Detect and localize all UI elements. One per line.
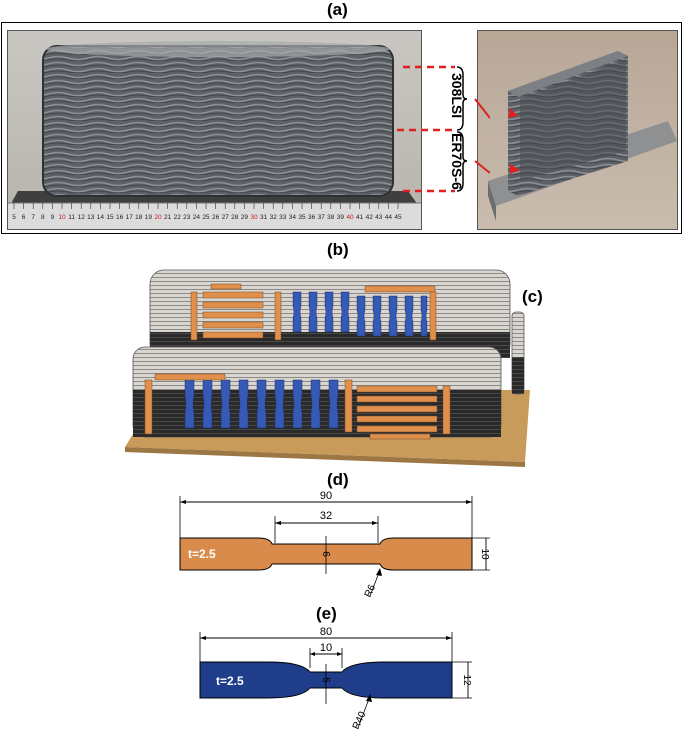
specimen-e-drawing: 80 10 t=2.5 5 12 R40: [199, 626, 472, 732]
dim-e-grip-width: 12: [461, 674, 472, 686]
ruler-number: 20: [154, 214, 162, 221]
ruler-number: 31: [260, 214, 268, 221]
right-photo-wall: [477, 30, 678, 230]
ruler-number: 41: [356, 214, 364, 221]
ruler-number: 33: [279, 214, 287, 221]
specimen-d-thickness: t=2.5: [188, 547, 216, 561]
ruler-number: 23: [183, 214, 191, 221]
ruler-number: 45: [394, 214, 402, 221]
ruler-number: 25: [202, 214, 210, 221]
ruler-number: 43: [375, 214, 383, 221]
ruler-number: 19: [145, 214, 153, 221]
ruler-number: 44: [385, 214, 393, 221]
ruler-number: 27: [222, 214, 230, 221]
ruler-number: 7: [31, 214, 35, 221]
ruler-number: 38: [327, 214, 335, 221]
ruler-number: 24: [193, 214, 201, 221]
dim-d-overall-length: 90: [320, 490, 332, 502]
specimen-e-thickness: t=2.5: [216, 674, 244, 688]
ruler-number: 26: [212, 214, 220, 221]
ruler-number: 22: [174, 214, 182, 221]
panel-label-b: (b): [327, 240, 349, 259]
ruler-number: 13: [87, 214, 95, 221]
ruler-number: 21: [164, 214, 172, 221]
specimen-d-drawing: 90 32 t=2.5 6 10 R6: [179, 490, 490, 600]
ruler-number: 15: [106, 214, 114, 221]
dim-e-gauge-width: 5: [320, 677, 331, 683]
ruler-number: 9: [51, 214, 55, 221]
ruler-number: 16: [116, 214, 124, 221]
ruler-number: 29: [241, 214, 249, 221]
ruler-number: 28: [231, 214, 239, 221]
ruler-number: 34: [289, 214, 297, 221]
panel-a-frame: [1, 22, 682, 234]
ruler-number: 18: [135, 214, 143, 221]
ruler-number: 36: [308, 214, 316, 221]
arrow-heads: [508, 108, 520, 174]
dim-e-gauge-length: 10: [320, 642, 332, 654]
ruler-number: 42: [366, 214, 374, 221]
dim-d-gauge-length: 32: [320, 510, 332, 522]
ruler-number: 5: [12, 214, 16, 221]
wall-oblique-illustration: [488, 51, 677, 221]
ruler-number: 39: [337, 214, 345, 221]
ruler-number: 8: [41, 214, 45, 221]
panel-label-d: (d): [327, 470, 349, 489]
extraction-layout-3d: [125, 269, 530, 467]
dim-d-grip-width: 10: [479, 548, 490, 560]
ruler-number: 35: [298, 214, 306, 221]
panel-label-a: (a): [327, 0, 348, 19]
dim-d-gauge-width: 6: [320, 551, 331, 557]
ruler-number: 6: [22, 214, 26, 221]
ruler-number: 40: [346, 214, 354, 221]
panel-label-e: (e): [316, 604, 337, 623]
ruler-number: 12: [78, 214, 86, 221]
material-label-bottom: ER70S-6: [449, 133, 465, 190]
ruler-number: 30: [250, 214, 258, 221]
ruler-number: 17: [126, 214, 134, 221]
dim-d-radius: R6: [363, 583, 379, 600]
ruler-number: 11: [68, 214, 75, 221]
material-label-top: 308LSI: [449, 73, 465, 119]
ruler-number: 32: [270, 214, 278, 221]
panel-label-c: (c): [522, 287, 543, 306]
material-annotation: [395, 65, 490, 193]
ruler-number: 14: [97, 214, 105, 221]
ruler-number: 37: [318, 214, 326, 221]
ruler-number: 10: [58, 214, 66, 221]
dim-e-radius: R40: [351, 710, 369, 732]
dim-e-overall-length: 80: [320, 626, 332, 638]
